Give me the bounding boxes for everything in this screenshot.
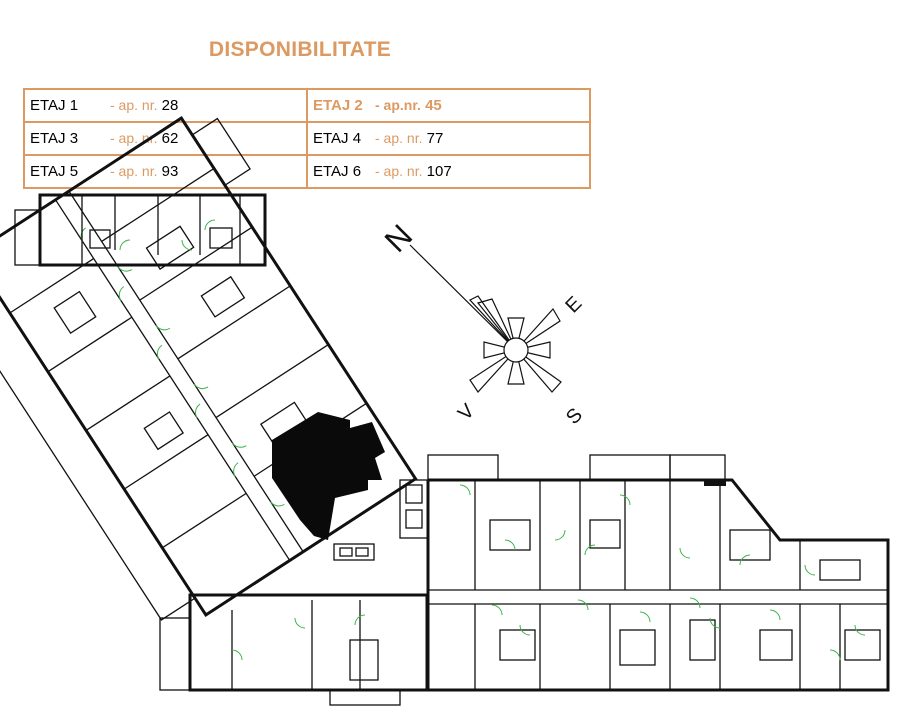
compass-south-label: S	[562, 404, 587, 429]
bottom-left-block	[159, 593, 429, 706]
floor-label: ETAJ 2	[313, 97, 363, 114]
availability-row: ETAJ 1 - ap. nr. 28 ETAJ 2 - ap.nr. 45	[23, 88, 591, 123]
apartment-number: 28	[161, 97, 179, 114]
apartment-label: - ap.nr.	[375, 97, 421, 113]
availability-row: ETAJ 5 - ap. nr. 93 ETAJ 6 - ap. nr. 107	[23, 154, 591, 189]
availability-cell: ETAJ 1 - ap. nr. 28	[23, 88, 308, 123]
floor-label: ETAJ 5	[30, 163, 79, 180]
apartment-number: 107	[426, 163, 452, 180]
apartment-number: 77	[426, 130, 444, 147]
availability-cell: ETAJ 2 - ap.nr. 45	[306, 88, 591, 123]
compass-west-label: V	[454, 399, 479, 424]
compass-north-label: N	[377, 217, 419, 259]
apartment-label: - ap. nr.	[375, 130, 423, 146]
floor-label: ETAJ 4	[313, 130, 362, 147]
apartment-label: - ap. nr.	[110, 163, 158, 179]
apartment-number: 45	[425, 97, 442, 114]
availability-cell: ETAJ 4 - ap. nr. 77	[306, 121, 591, 156]
floor-label: ETAJ 3	[30, 130, 79, 147]
available-unit	[272, 412, 385, 540]
apartment-number: 62	[161, 130, 179, 147]
floor-label: ETAJ 1	[30, 97, 79, 114]
top-block	[14, 193, 267, 267]
apartment-number: 93	[161, 163, 179, 180]
apartment-label: - ap. nr.	[375, 163, 423, 179]
availability-cell: ETAJ 5 - ap. nr. 93	[23, 154, 308, 189]
compass-east-label: E	[561, 292, 586, 317]
apartment-label: - ap. nr.	[110, 97, 158, 113]
availability-cell: ETAJ 6 - ap. nr. 107	[306, 154, 591, 189]
right-block	[399, 454, 890, 692]
page-title: DISPONIBILITATE	[208, 38, 392, 61]
floor-label: ETAJ 6	[313, 163, 362, 180]
left-wing	[0, 116, 418, 621]
compass-rose-icon	[409, 244, 562, 393]
